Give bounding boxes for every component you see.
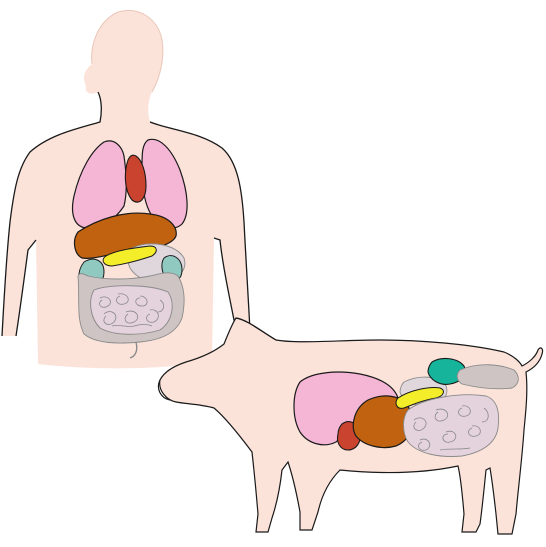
pig-figure [158, 318, 542, 534]
human-small-intestine [91, 286, 173, 335]
pig-colon [457, 365, 518, 389]
human-figure [2, 10, 250, 368]
pig-small-intestine [404, 395, 499, 457]
